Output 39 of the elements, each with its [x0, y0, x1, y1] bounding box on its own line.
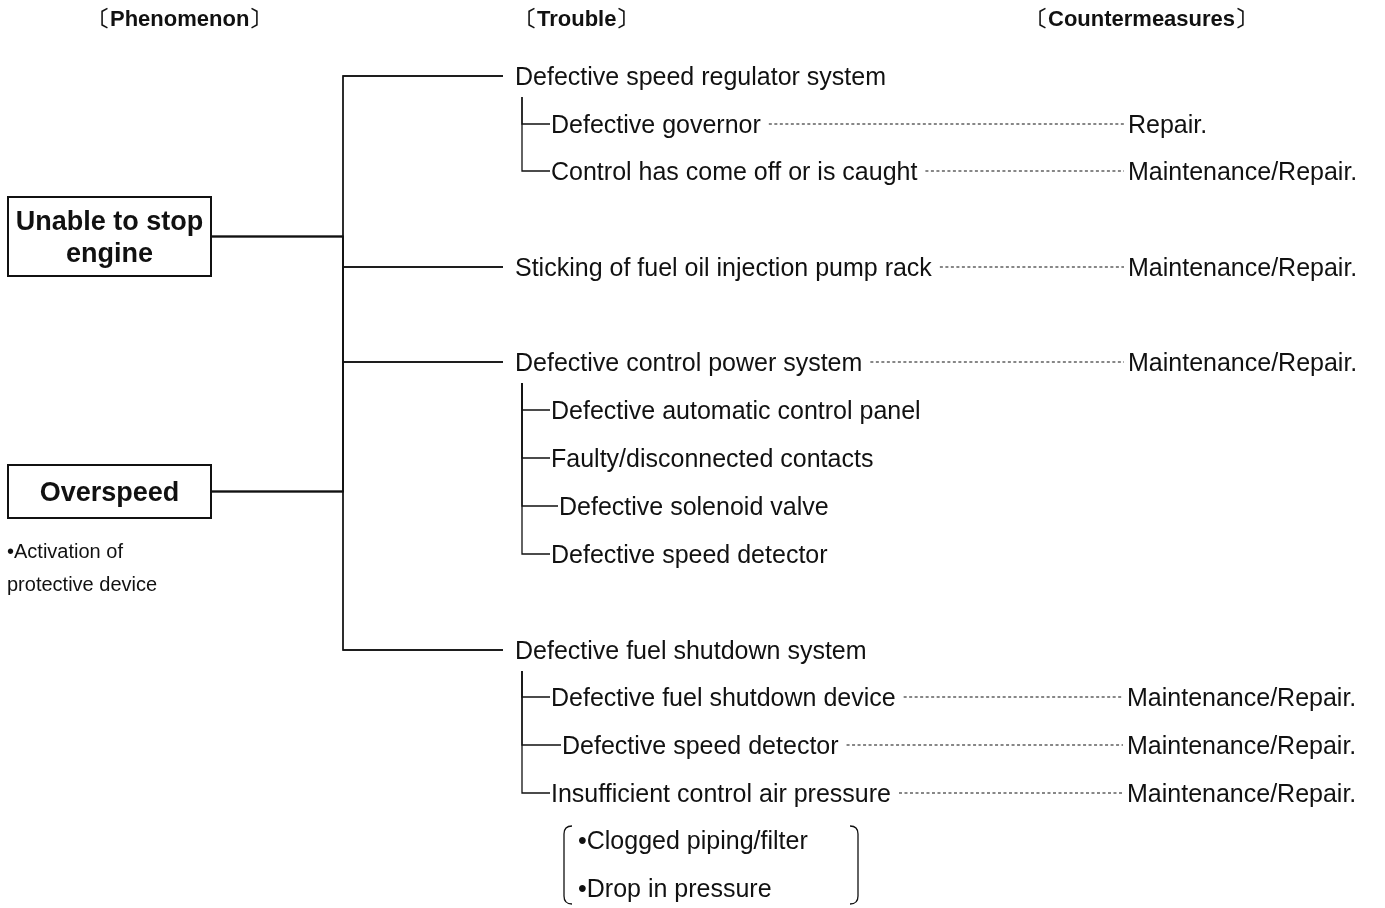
dotted-leader-line: [869, 361, 1125, 363]
connector-line: [521, 382, 551, 555]
connector-line: [211, 490, 504, 651]
column-heading: 〔Countermeasures〕: [1026, 5, 1258, 33]
trouble-text: Defective control power system: [515, 347, 863, 377]
column-heading: 〔Phenomenon〕: [88, 5, 272, 33]
countermeasure-text: Repair.: [1128, 109, 1208, 139]
trouble-text: Control has come off or is caught: [551, 156, 918, 186]
column-heading: 〔Trouble〕: [515, 5, 639, 33]
dotted-leader-line: [924, 170, 1125, 172]
countermeasure-text: Maintenance/Repair.: [1127, 778, 1357, 808]
countermeasure-text: Maintenance/Repair.: [1128, 156, 1358, 186]
trouble-text: Defective automatic control panel: [551, 395, 921, 425]
sub-cause-text: •Drop in pressure: [578, 874, 772, 903]
trouble-text: Faulty/disconnected contacts: [551, 443, 874, 473]
trouble-text: Defective fuel shutdown system: [515, 635, 867, 665]
countermeasure-text: Maintenance/Repair.: [1128, 347, 1358, 377]
trouble-text: Insufficient control air pressure: [551, 778, 891, 808]
dotted-leader-line: [768, 123, 1125, 125]
connector-line: [521, 670, 551, 794]
connector-line: [521, 96, 551, 172]
dotted-leader-line: [939, 266, 1125, 268]
sub-cause-text: •Clogged piping/filter: [578, 826, 808, 855]
trouble-text: Sticking of fuel oil injection pump rack: [515, 252, 932, 282]
dotted-leader-line: [898, 792, 1124, 794]
dotted-leader-line: [903, 696, 1124, 698]
countermeasure-text: Maintenance/Repair.: [1127, 682, 1357, 712]
trouble-text: Defective governor: [551, 109, 761, 139]
trouble-text: Defective speed detector: [551, 539, 828, 569]
phenomenon-box: Overspeed: [7, 464, 212, 519]
dotted-leader-line: [845, 744, 1124, 746]
countermeasure-text: Maintenance/Repair.: [1128, 252, 1358, 282]
phenomenon-box: Unable to stop engine: [7, 196, 212, 277]
note-text: •Activation of protective device: [7, 539, 159, 597]
countermeasure-text: Maintenance/Repair.: [1127, 730, 1357, 760]
trouble-text: Defective speed regulator system: [515, 61, 886, 91]
trouble-text: Defective speed detector: [562, 730, 839, 760]
trouble-text: Defective solenoid valve: [559, 491, 829, 521]
trouble-text: Defective fuel shutdown device: [551, 682, 896, 712]
